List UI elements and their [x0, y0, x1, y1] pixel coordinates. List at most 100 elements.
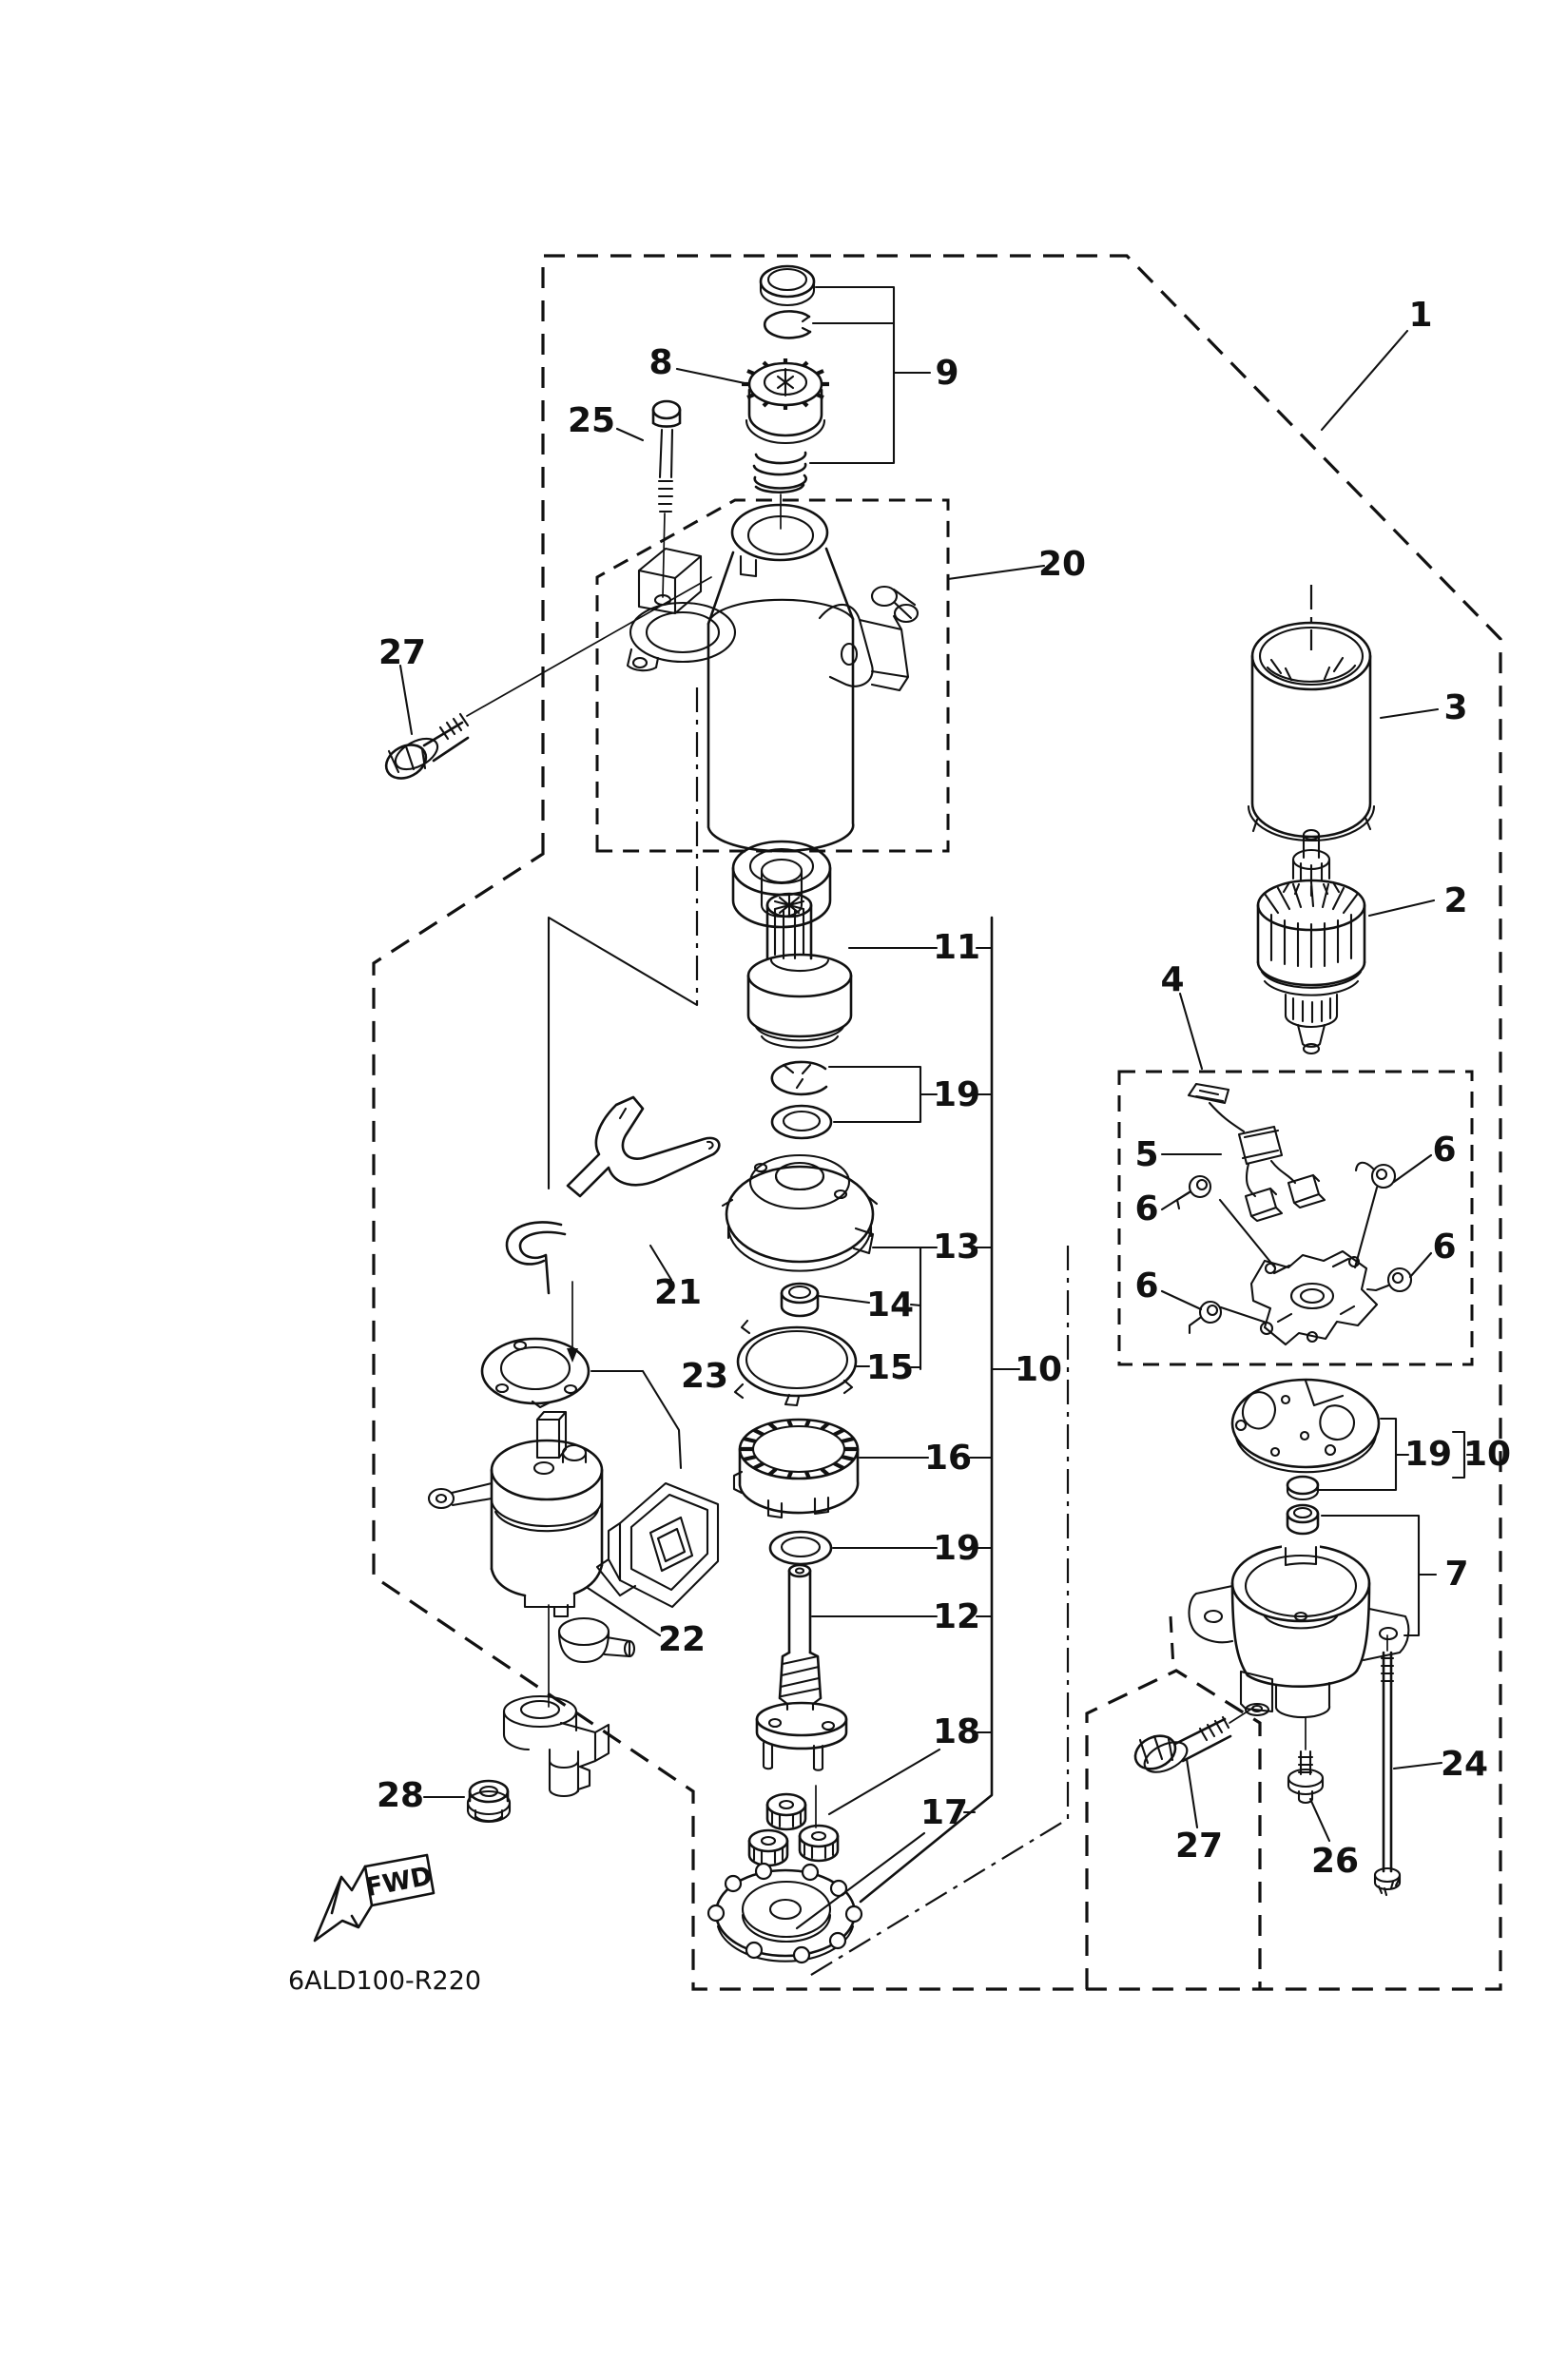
callout-7: 7 [1444, 1555, 1468, 1594]
brush-set-5 [1187, 1082, 1326, 1223]
bolt-25 [651, 399, 682, 598]
leader-2 [1367, 899, 1436, 918]
group-outline-4 [1117, 1070, 1474, 1366]
leader-3 [1379, 707, 1440, 720]
one-way-clutch-16 [732, 1418, 860, 1519]
motor-yoke-3 [1247, 585, 1376, 842]
pinion-stopper-cap [759, 264, 816, 307]
callout-10-right: 10 [1463, 1435, 1511, 1474]
bolt-27-axis-line [466, 576, 712, 717]
box4-leader-lines [1160, 1152, 1433, 1325]
leader-25 [615, 427, 645, 442]
drive-shaft-12 [755, 1563, 848, 1771]
bolt-27-lower [1133, 1707, 1254, 1773]
leader-1 [1320, 329, 1409, 432]
leader-20 [946, 564, 1046, 581]
callout-17: 17 [920, 1793, 968, 1832]
planet-gears-18 [747, 1785, 840, 1867]
callout-6-right: 6 [1432, 1228, 1456, 1267]
terminal-assembly [502, 1694, 610, 1798]
callout-10-center: 10 [1015, 1350, 1062, 1389]
fork-pin-pointer [567, 1281, 578, 1363]
shift-fork-21 [566, 1095, 721, 1198]
callout-1: 1 [1408, 296, 1432, 335]
callout-27-lower: 27 [1175, 1827, 1223, 1866]
callout-12: 12 [933, 1597, 980, 1636]
callout-19-upper: 19 [933, 1075, 980, 1114]
bracket-19-10-right [1315, 1417, 1477, 1492]
callout-11: 11 [933, 928, 980, 967]
leader-26 [1308, 1797, 1331, 1843]
ring-gear-17 [707, 1862, 863, 1964]
callout-28: 28 [377, 1776, 424, 1815]
solenoid-boot [548, 1604, 636, 1708]
callout-14: 14 [866, 1286, 914, 1325]
plate-cap [1286, 1475, 1320, 1501]
solenoid-22 [427, 1410, 604, 1618]
starter-housing-20 [626, 503, 920, 853]
group-outline-1 [372, 254, 1502, 1991]
retainer-15 [733, 1319, 858, 1407]
leader-21 [648, 1244, 673, 1282]
callout-9: 9 [935, 354, 958, 393]
bolt-27-upper [384, 712, 470, 780]
diagram-code: 6ALD100-R220 [288, 1966, 481, 1996]
leader-27-upper [398, 664, 414, 736]
housing-bearing [731, 840, 832, 929]
nut-28 [466, 1779, 512, 1824]
callout-6-bottom-left: 6 [1134, 1267, 1158, 1305]
e-clip-19 [770, 1060, 828, 1096]
axis-line-10 [805, 1246, 1070, 1979]
pinion-gear-8 [742, 358, 829, 445]
callout-25: 25 [568, 401, 615, 440]
brush-holder-plate [1249, 1249, 1379, 1346]
callout-20: 20 [1038, 545, 1086, 584]
gear-case-13 [721, 1153, 879, 1272]
callout-13: 13 [933, 1228, 980, 1267]
group-outline-20 [595, 498, 950, 853]
gasket-23 [480, 1337, 590, 1409]
callout-22: 22 [658, 1620, 706, 1659]
callout-15: 15 [866, 1348, 914, 1387]
callout-27-upper: 27 [378, 633, 426, 672]
callout-21: 21 [654, 1273, 702, 1312]
callout-6-top-right: 6 [1432, 1131, 1456, 1170]
callout-23: 23 [681, 1357, 728, 1396]
clip-spring [505, 1221, 567, 1295]
pinion-circlip [763, 310, 812, 339]
bracket-7 [1320, 1514, 1438, 1637]
leader-8 [675, 367, 751, 386]
callout-4: 4 [1160, 960, 1184, 999]
callout-3: 3 [1443, 688, 1467, 727]
armature-2 [1256, 828, 1366, 1055]
callout-8: 8 [648, 343, 672, 382]
washer-19-lower [768, 1530, 833, 1566]
relay-bracket [595, 1481, 720, 1609]
plate-bushing [1286, 1503, 1320, 1536]
end-cover-7 [1188, 1538, 1410, 1719]
end-plate-19-10 [1230, 1378, 1381, 1474]
callout-19-lower: 19 [933, 1529, 980, 1568]
assembly-pointer-lines [547, 687, 699, 1190]
callout-26: 26 [1311, 1842, 1359, 1881]
bushing-14 [780, 1282, 820, 1318]
leader-24 [1392, 1761, 1443, 1770]
screw-26 [1287, 1716, 1325, 1805]
leader-23 [590, 1369, 683, 1470]
bracket-10-center [795, 916, 1021, 1930]
callout-16: 16 [924, 1439, 972, 1478]
fwd-arrow [313, 1853, 436, 1943]
washer-19-upper [770, 1104, 833, 1140]
leader-22 [586, 1586, 662, 1637]
callout-5: 5 [1134, 1135, 1158, 1174]
callout-24: 24 [1441, 1745, 1488, 1784]
fwd-label: FWD [363, 1862, 435, 1904]
stud-bolt-24 [1373, 1634, 1402, 1897]
callout-2: 2 [1443, 881, 1467, 920]
callout-19-right: 19 [1404, 1435, 1452, 1474]
leader-4 [1178, 992, 1204, 1071]
callout-6-left: 6 [1134, 1189, 1158, 1228]
pinion-spring [752, 451, 807, 530]
